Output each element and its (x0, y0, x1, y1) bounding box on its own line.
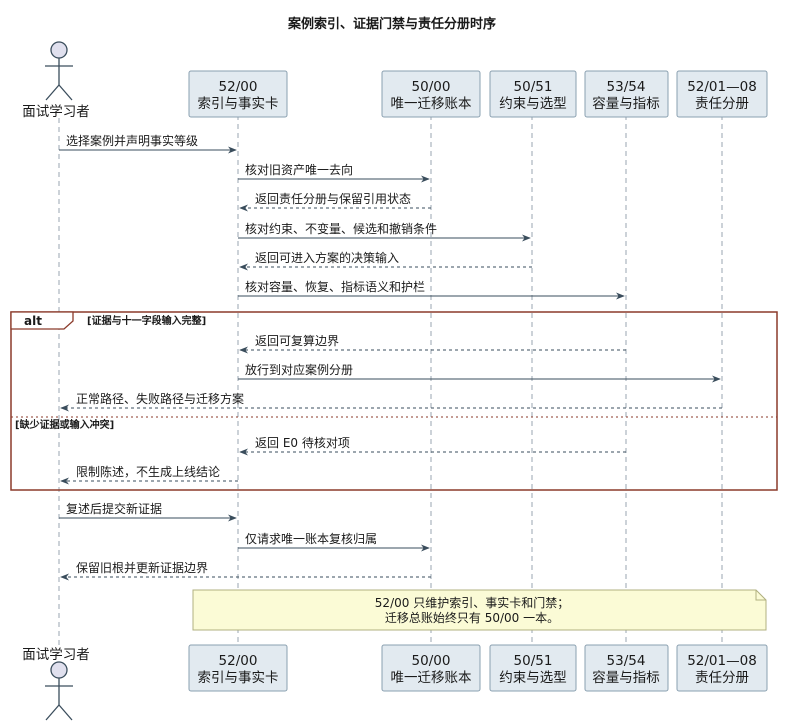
stick-figure-icon (45, 661, 73, 721)
message-label: 放行到对应案例分册 (245, 362, 353, 377)
participant-id: 50/00 (412, 653, 451, 669)
participant-id: 53/54 (607, 79, 646, 95)
alt-fragment: alt [证据与十一字段输入完整] [缺少证据或输入冲突] (10, 311, 778, 491)
message: 返回 E0 待核对项 (239, 436, 626, 456)
participants-top: 52/00 索引与事实卡 50/00 唯一迁移账本 50/51 约束与选型 53… (188, 70, 768, 118)
note-line: 迁移总账始终只有 50/00 一本。 (385, 610, 559, 625)
stick-figure-icon (45, 41, 73, 101)
message: 核对约束、不变量、候选和撤销条件 (238, 221, 531, 242)
message-label: 保留旧根并更新证据边界 (76, 560, 208, 575)
message-label: 返回责任分册与保留引用状态 (255, 192, 411, 206)
message-label: 返回可进入方案的决策输入 (255, 250, 399, 265)
actor-label: 面试学习者 (22, 647, 90, 663)
participant-name: 唯一迁移账本 (391, 670, 472, 686)
message-label: 复述后提交新证据 (66, 501, 162, 516)
note-line: 52/00 只维护索引、事实卡和门禁； (375, 595, 569, 610)
messages: 选择案例并声明事实等级 核对旧资产唯一去向 返回责任分册与保留引用状态 核对约束… (59, 133, 722, 581)
message-label: 核对约束、不变量、候选和撤销条件 (245, 221, 437, 236)
participant-ledger: 50/00 唯一迁移账本 (381, 644, 481, 692)
participant-id: 50/51 (514, 79, 553, 95)
participant-volumes: 52/01—08 责任分册 (676, 644, 768, 692)
fragment-keyword: alt (24, 314, 42, 328)
participant-id: 50/00 (412, 79, 451, 95)
participant-name: 索引与事实卡 (198, 96, 279, 112)
participant-id: 52/00 (219, 79, 258, 95)
participant-index: 52/00 索引与事实卡 (188, 644, 288, 692)
message: 限制陈述，不生成上线结论 (60, 464, 238, 485)
participant-id: 52/00 (219, 653, 258, 669)
fragment-guard: [证据与十一字段输入完整] (87, 314, 206, 327)
message: 返回可进入方案的决策输入 (239, 250, 532, 271)
participant-name: 容量与指标 (592, 669, 660, 686)
note: 52/00 只维护索引、事实卡和门禁； 迁移总账始终只有 50/00 一本。 (192, 589, 767, 631)
participant-ledger: 50/00 唯一迁移账本 (381, 70, 481, 118)
participant-id: 50/51 (514, 653, 553, 669)
message: 选择案例并声明事实等级 (59, 133, 237, 154)
participant-capacity: 53/54 容量与指标 (584, 644, 669, 692)
message-label: 核对旧资产唯一去向 (245, 162, 353, 177)
message-label: 返回可复算边界 (255, 333, 339, 348)
participant-name: 责任分册 (695, 96, 749, 112)
message-label: 核对容量、恢复、指标语义和护栏 (245, 279, 425, 294)
message-label: 返回 E0 待核对项 (255, 436, 350, 450)
participant-name: 唯一迁移账本 (391, 96, 472, 112)
participants-bottom: 52/00 索引与事实卡 50/00 唯一迁移账本 50/51 约束与选型 53… (188, 644, 768, 692)
message: 返回责任分册与保留引用状态 (239, 192, 431, 212)
message-label: 限制陈述，不生成上线结论 (76, 464, 220, 479)
actor-bottom: 面试学习者 (22, 647, 90, 721)
message: 保留旧根并更新证据边界 (60, 560, 431, 581)
message: 核对旧资产唯一去向 (238, 162, 430, 183)
message: 仅请求唯一账本复核归属 (238, 532, 430, 552)
participant-name: 约束与选型 (499, 96, 567, 112)
message-label: 正常路径、失败路径与迁移方案 (76, 391, 244, 406)
message: 放行到对应案例分册 (238, 362, 721, 383)
participant-id: 53/54 (607, 653, 646, 669)
participant-id: 52/01—08 (687, 653, 757, 669)
message: 返回可复算边界 (239, 333, 626, 354)
participant-volumes: 52/01—08 责任分册 (676, 70, 768, 118)
participant-id: 52/01—08 (687, 79, 757, 95)
participant-index: 52/00 索引与事实卡 (188, 70, 288, 118)
participant-name: 约束与选型 (499, 670, 567, 686)
participant-name: 容量与指标 (592, 95, 660, 112)
participant-constraints: 50/51 约束与选型 (489, 644, 577, 692)
fragment-guard: [缺少证据或输入冲突] (15, 418, 114, 431)
lifelines (58, 106, 723, 648)
participant-capacity: 53/54 容量与指标 (584, 70, 669, 118)
actor-label: 面试学习者 (22, 104, 90, 120)
message: 复述后提交新证据 (59, 501, 237, 522)
diagram-title: 案例索引、证据门禁与责任分册时序 (287, 16, 496, 32)
message: 正常路径、失败路径与迁移方案 (60, 391, 722, 412)
participant-constraints: 50/51 约束与选型 (489, 70, 577, 118)
actor-top: 面试学习者 (22, 41, 90, 120)
participant-name: 责任分册 (695, 670, 749, 686)
message-label: 仅请求唯一账本复核归属 (245, 532, 377, 546)
participant-name: 索引与事实卡 (198, 670, 279, 686)
message: 核对容量、恢复、指标语义和护栏 (238, 279, 625, 300)
message-label: 选择案例并声明事实等级 (66, 133, 198, 148)
